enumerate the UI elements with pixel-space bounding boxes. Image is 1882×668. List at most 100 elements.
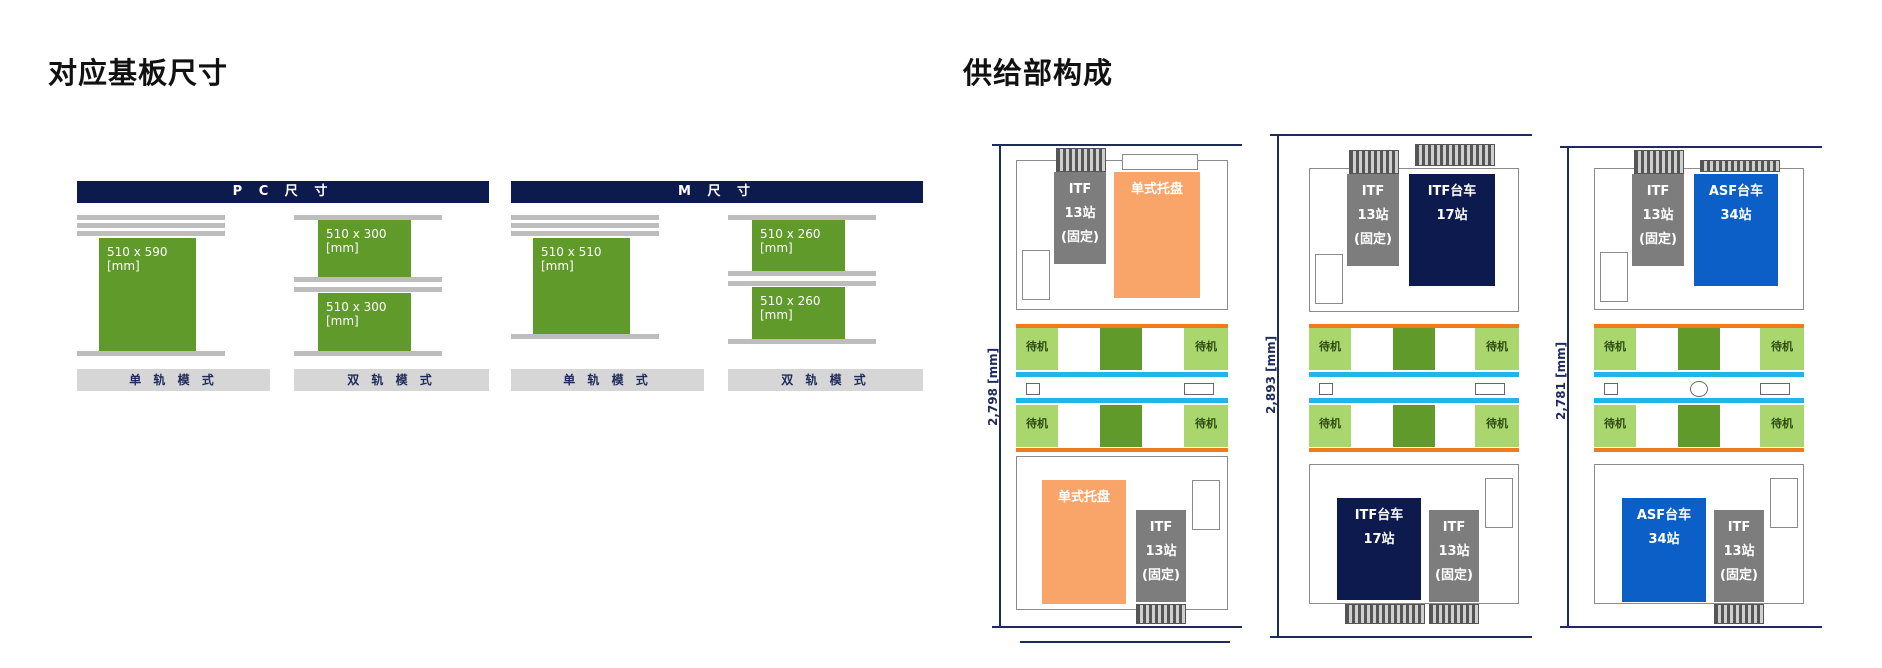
machine-side-panel (1315, 254, 1343, 304)
conveyor-cell (1720, 328, 1760, 370)
rail (77, 231, 225, 236)
dimension-label: 2,798 [mm] (986, 347, 1000, 426)
wait-zone: 待机 (1309, 405, 1351, 447)
conveyor-belt (1309, 398, 1519, 403)
dimension-line-bottom (1560, 626, 1822, 628)
camera-icon (1690, 381, 1708, 397)
conveyor-belt (1016, 398, 1228, 403)
nozzle-rack-icon (1760, 383, 1790, 395)
conveyor-edge (1016, 448, 1228, 452)
width-arrow (1020, 641, 1230, 643)
board-dual-pc-top: 510 x 300 [mm] (318, 220, 411, 277)
conveyor-cell (1435, 328, 1475, 370)
wait-zone: 待机 (1184, 328, 1228, 370)
board-unit: [mm] (107, 259, 140, 273)
machine-side-panel (1022, 250, 1050, 300)
mode-dual-rail: 双 轨 模 式 (728, 369, 923, 391)
board-unit: [mm] (541, 259, 574, 273)
wait-zone: 待机 (1760, 405, 1804, 447)
board-on-conveyor (1393, 405, 1435, 447)
board-unit: [mm] (760, 241, 793, 255)
rail (294, 287, 442, 292)
rail (728, 281, 876, 286)
mode-single-rail: 单 轨 模 式 (511, 369, 704, 391)
conveyor-belt (1594, 372, 1804, 377)
dimension-line-bottom (992, 626, 1242, 628)
wait-zone: 待机 (1475, 328, 1519, 370)
wait-zone: 待机 (1475, 405, 1519, 447)
board-unit: [mm] (326, 314, 359, 328)
feeder-main-top: 单式托盘 (1114, 172, 1200, 298)
conveyor-edge (1016, 324, 1228, 328)
pc-size-header: P C 尺 寸 (77, 181, 489, 203)
dimension-line-top (1560, 146, 1822, 148)
feeder-slot-strip (1415, 144, 1495, 166)
rail (294, 277, 442, 282)
dimension-label: 2,781 [mm] (1554, 341, 1568, 420)
feeder-main-bottom: 单式托盘 (1042, 480, 1126, 604)
dimension-line-bottom (1270, 636, 1532, 638)
conveyor-cell (1058, 328, 1100, 370)
nozzle-icon (1319, 383, 1333, 395)
rail (294, 215, 442, 220)
board-size: 510 x 300 (326, 227, 387, 241)
conveyor-cell (1720, 405, 1760, 447)
feeder-slot-strip (1634, 150, 1684, 174)
board-size: 510 x 510 (541, 245, 602, 259)
rail (511, 215, 659, 220)
conveyor-cell (1351, 328, 1393, 370)
dimension-arrow (999, 144, 1001, 628)
machine-side-panel (1485, 478, 1513, 528)
wait-zone: 待机 (1016, 405, 1058, 447)
nozzle-icon (1604, 383, 1618, 395)
rail (77, 223, 225, 228)
board-dual-m-top: 510 x 260 [mm] (752, 220, 845, 271)
conveyor-cell (1142, 328, 1184, 370)
board-size: 510 x 300 (326, 300, 387, 314)
rail (294, 351, 442, 356)
machine-side-panel (1600, 252, 1628, 302)
rail (511, 231, 659, 236)
feeder-slot-strip (1349, 150, 1399, 174)
rail (511, 223, 659, 228)
conveyor-cell (1636, 328, 1678, 370)
rail (728, 339, 876, 344)
feeder-slot-strip (1056, 148, 1106, 172)
feeder-slot-strip (1429, 604, 1479, 624)
feeder-slot-strip (1345, 604, 1425, 624)
rail (728, 271, 876, 276)
conveyor-belt (1309, 372, 1519, 377)
board-on-conveyor (1393, 328, 1435, 370)
conveyor-edge (1309, 324, 1519, 328)
conveyor-cell (1058, 405, 1100, 447)
nozzle-icon (1026, 383, 1040, 395)
wait-zone: 待机 (1309, 328, 1351, 370)
feeder-slot-strip (1700, 160, 1780, 172)
conveyor-edge (1594, 324, 1804, 328)
conveyor-cell (1142, 405, 1184, 447)
board-size: 510 x 590 (107, 245, 168, 259)
wait-zone: 待机 (1760, 328, 1804, 370)
nozzle-rack-icon (1184, 383, 1214, 395)
board-single-m: 510 x 510 [mm] (533, 238, 630, 334)
dimension-arrow (1567, 146, 1569, 628)
board-size: 510 x 260 (760, 294, 821, 308)
conveyor-edge (1594, 448, 1804, 452)
board-unit: [mm] (760, 308, 793, 322)
rail (728, 215, 876, 220)
rail (511, 334, 659, 339)
conveyor-cell (1636, 405, 1678, 447)
board-unit: [mm] (326, 241, 359, 255)
